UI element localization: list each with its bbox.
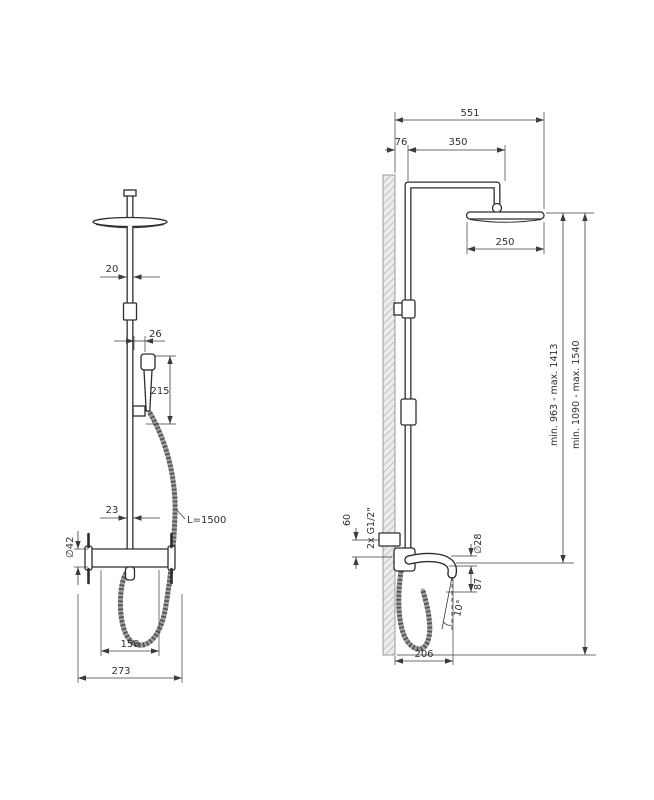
dim-wall-to-riser: 76 bbox=[385, 137, 418, 181]
dim-42-label: ∅42 bbox=[65, 537, 76, 558]
mixer-left-cap bbox=[84, 545, 93, 571]
shower-hose-side bbox=[396, 568, 433, 652]
dim-hose-length: L=1500 bbox=[175, 508, 226, 526]
wall-inlet-fitting bbox=[378, 532, 401, 547]
dim-mixer-body-diameter: ∅42 bbox=[65, 531, 88, 585]
dim-350-label: 350 bbox=[448, 137, 467, 148]
front-view: 20 26 215 23 L=1500 bbox=[65, 189, 226, 683]
slider-joint-side bbox=[400, 398, 417, 426]
hand-shower-handle bbox=[143, 369, 153, 412]
shower-hose-front bbox=[117, 410, 178, 648]
dim-215-label: 215 bbox=[150, 386, 169, 397]
dim-head-diameter: 250 bbox=[466, 222, 545, 254]
hand-shower-holder bbox=[132, 405, 146, 417]
dim-spout-reach: 206 bbox=[394, 577, 454, 665]
dim-28-label: ∅28 bbox=[473, 534, 484, 554]
dim-overall-width: 273 bbox=[77, 594, 183, 683]
head-ball-joint bbox=[491, 202, 503, 214]
dim-551-label: 551 bbox=[460, 108, 479, 119]
dim-1090-1540-label: min. 1090 - max. 1540 bbox=[571, 340, 582, 449]
mixer-right-cap bbox=[167, 545, 176, 571]
overhead-shower-front bbox=[92, 216, 168, 228]
dim-76-label: 76 bbox=[395, 137, 408, 148]
dim-87-label: 87 bbox=[473, 578, 484, 590]
hose-length-label: L=1500 bbox=[187, 515, 226, 526]
bracket-clamp bbox=[401, 299, 416, 319]
riser-pipe-side bbox=[404, 181, 501, 561]
mixer-front bbox=[84, 532, 176, 585]
dim-spout-diameter: ∅28 87 bbox=[446, 534, 484, 593]
dim-pipe-diameter-lower: 23 bbox=[100, 505, 160, 521]
dim-overall-reach: 551 bbox=[394, 108, 545, 209]
dim-206-label: 206 bbox=[414, 649, 433, 660]
dim-handset-length: 215 bbox=[146, 355, 176, 425]
dim-inlet-offset: 60 bbox=[342, 514, 392, 569]
dim-26-label: 26 bbox=[149, 329, 162, 340]
overhead-shower-side-rim bbox=[469, 219, 542, 223]
dim-150-label: 150 bbox=[120, 639, 139, 650]
riser-union-front bbox=[122, 302, 138, 321]
dim-overall-height-range: min. 1090 - max. 1540 bbox=[397, 213, 596, 656]
hand-shower-head bbox=[140, 353, 156, 371]
dim-273-label: 273 bbox=[111, 666, 130, 677]
dim-handset-offset: 26 bbox=[114, 329, 165, 352]
overhead-shower-side bbox=[465, 211, 545, 220]
dim-riser-to-head: 350 bbox=[408, 137, 506, 181]
dim-250-label: 250 bbox=[495, 237, 514, 248]
dim-60-label: 60 bbox=[342, 514, 353, 526]
inlet-connection-label: 2x G1/2" bbox=[366, 507, 377, 549]
wall-section bbox=[382, 174, 396, 656]
diverter-knob bbox=[124, 566, 136, 581]
mixer-body bbox=[89, 548, 171, 568]
arm-end-cap bbox=[123, 189, 137, 197]
dim-963-1413-label: min. 963 - max. 1413 bbox=[549, 344, 560, 446]
dim-23-label: 23 bbox=[106, 505, 119, 516]
dim-pipe-diameter-top: 20 bbox=[100, 264, 160, 280]
side-view: 10° 551 76 350 250 bbox=[342, 108, 596, 665]
dim-10deg-label: 10° bbox=[452, 599, 466, 618]
dim-connection-centres: 150 bbox=[100, 570, 160, 656]
dim-20-label: 20 bbox=[106, 264, 119, 275]
spout-angle-indicator: 10° bbox=[441, 576, 466, 631]
